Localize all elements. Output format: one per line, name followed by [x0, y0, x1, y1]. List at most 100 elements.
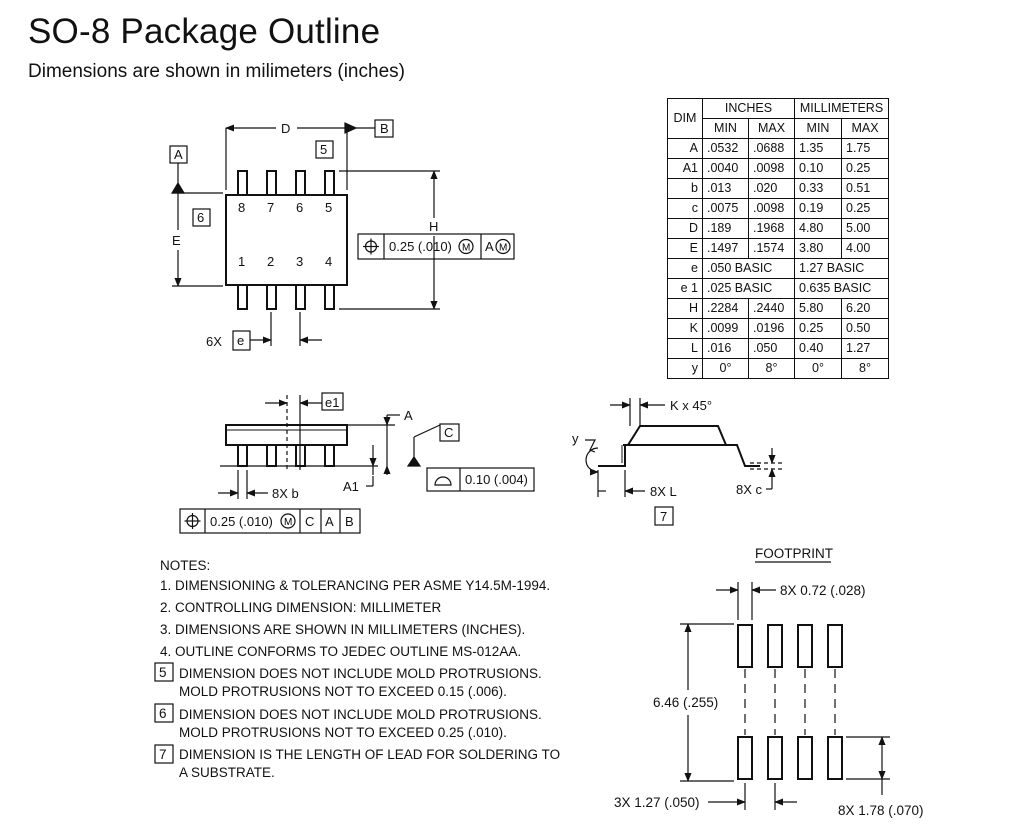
value-cell: .0532	[702, 138, 749, 159]
label-A1: A1	[343, 479, 359, 494]
sub-header: MIN	[702, 118, 749, 139]
value-cell: 8°	[841, 358, 889, 379]
label-8Xc: 8X c	[736, 482, 763, 497]
dimension-table: DIM INCHES MILLIMETERS MIN MAX MIN MAX A…	[667, 98, 889, 379]
label-A: A	[404, 408, 413, 423]
datum-C: C	[444, 425, 453, 440]
page-subtitle: Dimensions are shown in milimeters (inch…	[28, 61, 405, 82]
note-7-line2: A SUBSTRATE.	[179, 765, 275, 780]
end-view	[585, 398, 785, 526]
footprint-labels: FOOTPRINT 8X 0.72 (.028) 6.46 (.255) 3X …	[614, 546, 924, 818]
side-view	[179, 392, 535, 534]
mmc-symbol: M	[499, 243, 507, 254]
fcf-datum-a: A	[325, 514, 334, 529]
label-D: D	[281, 121, 290, 136]
value-cell: 4.80	[794, 218, 842, 239]
label-E: E	[172, 233, 181, 248]
value-cell: 0.10	[794, 158, 842, 179]
label-6X: 6X	[206, 334, 222, 349]
note-5-line2: MOLD PROTRUSIONS NOT TO EXCEED 0.15 (.00…	[179, 684, 507, 699]
pin-number: 5	[325, 200, 332, 215]
label-8XL: 8X L	[650, 484, 677, 499]
pin-number: 2	[267, 254, 274, 269]
value-cell: 5.80	[794, 298, 842, 319]
mmc-symbol: M	[462, 243, 470, 254]
value-cell: 1.27 BASIC	[794, 258, 889, 279]
package-body	[225, 194, 348, 286]
pin-number: 8	[238, 200, 245, 215]
footprint-pitch: 3X 1.27 (.050)	[614, 795, 700, 810]
note-number-boxes	[154, 662, 174, 764]
sub-header: MAX	[748, 118, 795, 139]
value-cell: .2284	[702, 298, 749, 319]
pin-number: 7	[267, 200, 274, 215]
label-e: e	[237, 333, 244, 348]
note-7-line1: DIMENSION IS THE LENGTH OF LEAD FOR SOLD…	[179, 747, 560, 762]
value-cell: 8°	[748, 358, 795, 379]
note-6-number: 6	[159, 706, 167, 721]
note-ref-5: 5	[320, 142, 327, 157]
value-cell: .189	[702, 218, 749, 239]
value-cell: .0040	[702, 158, 749, 179]
value-cell: .1574	[748, 238, 795, 259]
label-K: K x 45°	[670, 398, 712, 413]
notes-title: NOTES:	[160, 558, 210, 573]
value-cell: 1.75	[841, 138, 889, 159]
fcf-datum-b: B	[345, 514, 354, 529]
fcf-datum: A	[485, 239, 494, 254]
pin-number: 6	[296, 200, 303, 215]
label-H: H	[429, 219, 438, 234]
note-6-line1: DIMENSION DOES NOT INCLUDE MOLD PROTRUSI…	[179, 707, 542, 722]
note-1: 1. DIMENSIONING & TOLERANCING PER ASME Y…	[160, 578, 550, 593]
note-3: 3. DIMENSIONS ARE SHOWN IN MILLIMETERS (…	[160, 622, 525, 637]
footprint-width: 8X 0.72 (.028)	[780, 583, 866, 598]
pin-number: 3	[296, 254, 303, 269]
fcf-datum-c: C	[305, 514, 314, 529]
value-cell: .0098	[748, 198, 795, 219]
end-view-labels: K x 45° y 8X L 8X c 7	[572, 398, 763, 524]
note-5-number: 5	[159, 665, 167, 680]
label-e1: e1	[325, 395, 339, 410]
bottom-pins	[237, 284, 335, 310]
note-ref-7: 7	[660, 509, 667, 524]
value-cell: 0.50	[841, 318, 889, 339]
top-view	[169, 119, 515, 351]
value-cell: .1968	[748, 218, 795, 239]
pin-number: 1	[238, 254, 245, 269]
value-cell: 0.635 BASIC	[794, 278, 889, 299]
footprint-title: FOOTPRINT	[755, 546, 833, 561]
side-view-labels: e1 A C A1 8X b 0.10 (.004) 0.25 (.010) M…	[210, 395, 528, 529]
datum-B: B	[380, 121, 389, 136]
note-5-line1: DIMENSION DOES NOT INCLUDE MOLD PROTRUSI…	[179, 666, 542, 681]
value-cell: .2440	[748, 298, 795, 319]
footprint-height: 6.46 (.255)	[653, 695, 718, 710]
value-cell: 0°	[794, 358, 842, 379]
value-cell: 0.25	[841, 158, 889, 179]
datum-A: A	[174, 147, 183, 162]
flatness-tolerance: 0.10 (.004)	[465, 472, 528, 487]
value-cell: 0.25	[841, 198, 889, 219]
notes: NOTES: 1. DIMENSIONING & TOLERANCING PER…	[159, 558, 560, 780]
footprint-length: 8X 1.78 (.070)	[838, 803, 924, 818]
fcf-tolerance: 0.25 (.010)	[210, 514, 273, 529]
value-cell: .0075	[702, 198, 749, 219]
value-cell: .0098	[748, 158, 795, 179]
fcf-tolerance: 0.25 (.010)	[389, 239, 452, 254]
label-y: y	[572, 431, 579, 446]
top-pins	[237, 170, 335, 196]
pin-number: 4	[325, 254, 332, 269]
page-title: SO-8 Package Outline	[28, 12, 381, 51]
note-ref-6: 6	[197, 210, 204, 225]
top-view-labels: D B 5 A 6 E H 8 7 6 5 1 2 3 4 0.25 (.010…	[172, 121, 507, 349]
note-6-line2: MOLD PROTRUSIONS NOT TO EXCEED 0.25 (.01…	[179, 725, 507, 740]
footprint	[680, 561, 890, 810]
label-8Xb: 8X b	[272, 486, 299, 501]
